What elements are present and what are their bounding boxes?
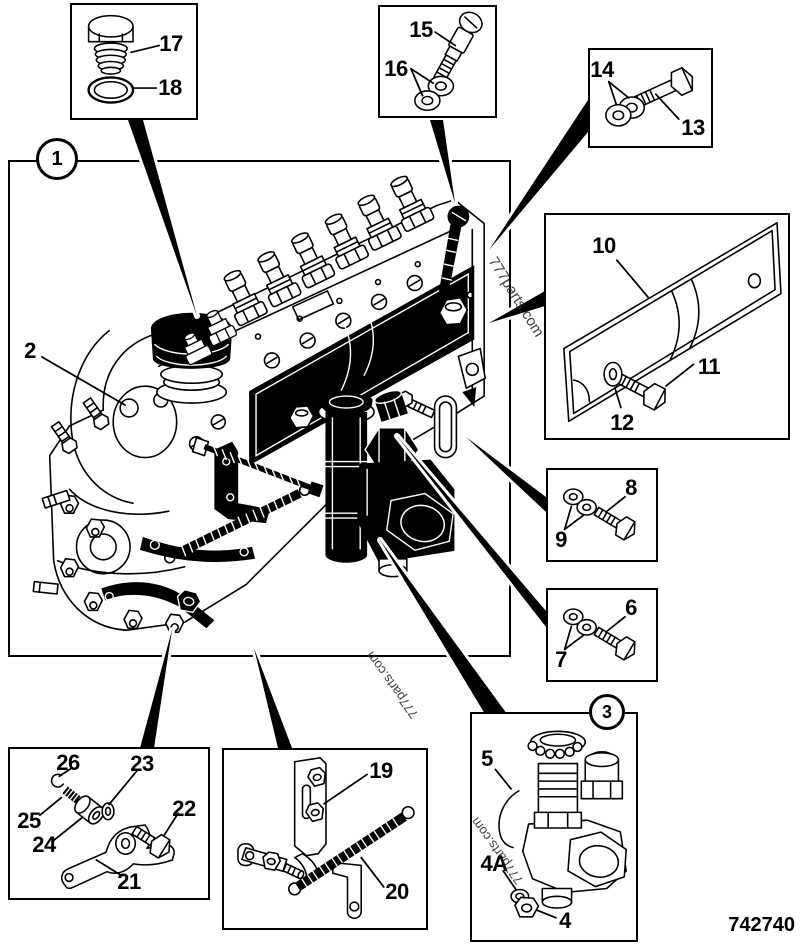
callout-17: 17 <box>159 31 183 56</box>
callout-22: 22 <box>172 796 196 821</box>
watermark-text: 777parts.com <box>362 648 422 722</box>
mounting-flange <box>397 228 486 459</box>
callout-26: 26 <box>56 750 80 775</box>
delivery-valve-fittings <box>183 175 435 366</box>
balloon-item-3: 3 <box>589 694 625 730</box>
plug-oring-drawing <box>87 14 160 104</box>
detail-box-plug <box>70 3 198 120</box>
inlet-stud <box>50 420 78 455</box>
vent-screw <box>438 205 470 298</box>
data-plate-drawing <box>563 222 782 423</box>
control-levers <box>101 441 270 629</box>
balloon-3-label: 3 <box>601 701 612 722</box>
main-assembly-box <box>8 160 511 657</box>
callout-13: 13 <box>681 115 705 140</box>
callout-18: 18 <box>158 75 182 100</box>
bolt-washers-drawing <box>562 608 636 661</box>
callout-4a: 4A <box>480 851 508 876</box>
callout-4: 4 <box>559 908 571 933</box>
detail-box-bolt-6 <box>546 588 658 682</box>
balloon-1-label: 1 <box>51 147 63 170</box>
callout-9: 9 <box>555 527 567 552</box>
callout-25: 25 <box>17 808 41 833</box>
balloon-item-1: 1 <box>36 138 78 180</box>
detail-box-bracket <box>222 748 428 930</box>
filler-cap <box>150 312 233 404</box>
callout-5: 5 <box>481 746 493 771</box>
callout-2: 2 <box>24 338 36 363</box>
callout-6: 6 <box>625 595 637 620</box>
bracket-spring-drawing <box>237 757 415 920</box>
bolt-washers-drawing <box>605 67 694 127</box>
o-ring <box>498 790 520 849</box>
detail-box-plate <box>544 213 790 440</box>
callout-21: 21 <box>117 869 141 894</box>
callout-19: 19 <box>369 758 393 783</box>
fuel-injection-pump-drawing <box>32 175 486 633</box>
valve-assembly-drawing <box>494 730 628 919</box>
vent-screw-drawing <box>410 11 483 111</box>
detail-box-lever <box>8 747 210 900</box>
lever-assembly-drawing <box>38 767 180 890</box>
mount-bolts <box>32 489 185 633</box>
callout-20: 20 <box>385 879 409 904</box>
callout-11: 11 <box>697 354 721 379</box>
detail-box-vent-screw <box>378 5 497 118</box>
detail-box-valve <box>470 712 638 942</box>
callout-24: 24 <box>32 832 56 857</box>
callout-10: 10 <box>592 233 616 258</box>
callout-8: 8 <box>625 475 637 500</box>
callout-12: 12 <box>610 410 634 435</box>
callout-16: 16 <box>384 56 408 81</box>
callout-14: 14 <box>590 57 614 82</box>
detail-box-bolt-8 <box>546 468 658 562</box>
bolt-washers-drawing <box>562 488 636 541</box>
callout-15: 15 <box>409 17 433 42</box>
detail-box-bolt-13 <box>588 48 713 148</box>
governor-spring <box>163 484 311 564</box>
control-rod <box>191 436 324 498</box>
callout-7: 7 <box>555 647 567 672</box>
drawing-number: 742740 <box>728 914 795 936</box>
callout-23: 23 <box>130 751 154 776</box>
